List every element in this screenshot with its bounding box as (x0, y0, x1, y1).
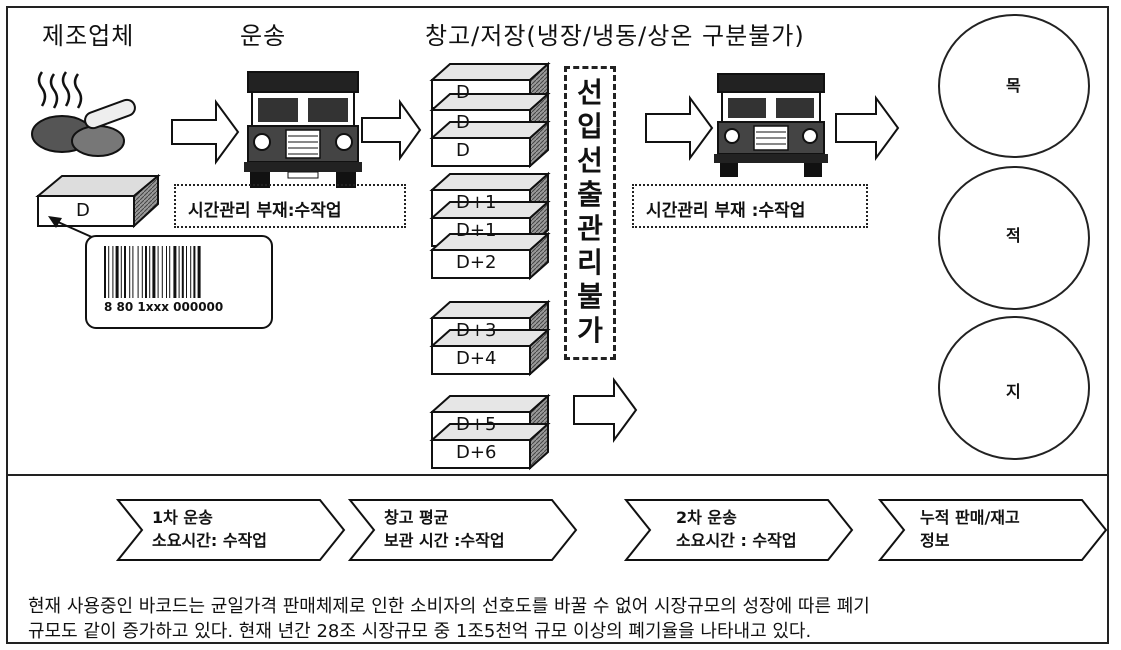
destination-label-2: 적 (1006, 226, 1021, 245)
fifo-char: 선 (577, 144, 603, 177)
fifo-box (564, 66, 616, 360)
barcode-bar (157, 246, 159, 298)
stack-box (429, 119, 551, 169)
product-label: D (76, 200, 90, 221)
barcode-bar (166, 246, 167, 298)
truck-icon-2 (714, 73, 828, 177)
time-mgmt-box-2 (632, 184, 868, 228)
fifo-char: 입 (577, 110, 603, 143)
destination-circle-3 (938, 316, 1090, 460)
stack-label: D+5 (456, 414, 497, 435)
chevron-row (115, 499, 1108, 561)
chevron-3-line2: 소요시간 : 수작업 (676, 531, 797, 550)
destination-label-1: 목 (1006, 76, 1021, 95)
time-mgmt-box-1 (174, 184, 406, 228)
chevron-2-line1: 창고 평균 (384, 508, 449, 527)
arrow-2 (361, 98, 422, 162)
description-frame (6, 474, 1109, 644)
stack-label: D (456, 140, 470, 161)
barcode-bar (193, 246, 196, 298)
stack-label: D+4 (456, 348, 497, 369)
stack-label: D+2 (456, 252, 497, 273)
barcode-bar (169, 246, 171, 298)
barcode-number: 8 80 1xxx 000000 (104, 300, 224, 314)
fifo-char: 불 (577, 280, 603, 313)
barcode-bar (104, 246, 106, 298)
barcode-card (85, 235, 273, 329)
product-box (35, 173, 161, 229)
stack-label: D+1 (456, 192, 497, 213)
chevron-3-line1: 2차 운송 (676, 508, 737, 527)
description-line-1: 현재 사용중인 바코드는 균일가격 판매체제로 인한 소비자의 선호도를 바꿀 … (28, 596, 870, 617)
fifo-char: 리 (577, 246, 603, 279)
barcode-bar (137, 246, 139, 298)
barcode-bar (186, 246, 187, 298)
time-mgmt-note-1: 시간관리 부재:수작업 (188, 201, 342, 221)
diagram-frame (6, 6, 1109, 476)
stack-label: D+3 (456, 320, 497, 341)
header-manufacturer: 제조업체 (42, 22, 135, 50)
barcode-bar (115, 246, 119, 298)
barcode-bar (197, 246, 201, 298)
barcode-bar (178, 246, 180, 298)
bread-icon (31, 71, 136, 157)
barcode-bar (152, 246, 156, 298)
chevron-2-line2: 보관 시간 :수작업 (384, 531, 505, 550)
stack-label: D+6 (456, 442, 497, 463)
barcode-bar (124, 246, 126, 298)
truck-icon-1 (244, 71, 362, 188)
arrow-5 (573, 376, 638, 444)
chevron-1-line2: 소요시간: 수작업 (152, 531, 268, 550)
stack-box (429, 421, 551, 471)
destination-circle-2 (938, 166, 1090, 310)
arrow-3 (645, 94, 714, 162)
chevron-4-line2: 정보 (920, 531, 950, 550)
barcode-bar (181, 246, 184, 298)
stack-box (429, 327, 551, 377)
chevron-1-line1: 1차 운송 (152, 508, 213, 527)
destination-label-3: 지 (1006, 382, 1021, 401)
barcode-bar (161, 246, 163, 298)
time-mgmt-note-2: 시간관리 부재 :수작업 (646, 201, 806, 221)
header-transport: 운송 (240, 22, 287, 50)
fifo-char: 가 (577, 314, 603, 347)
fifo-char: 관 (577, 212, 603, 245)
arrow-1 (171, 98, 240, 166)
barcode-bar (145, 246, 147, 298)
fifo-char: 선 (577, 76, 603, 109)
stack-label: D+1 (456, 220, 497, 241)
stack-label: D (456, 82, 470, 103)
barcode-bar (129, 246, 131, 298)
barcode-bar (149, 246, 151, 298)
stack-box (429, 231, 551, 281)
barcode-bar (132, 246, 134, 298)
description-line-2: 규모도 같이 증가하고 있다. 현재 년간 28조 시장규모 중 1조5천억 규… (28, 621, 812, 642)
barcode-bar (120, 246, 122, 298)
stack-label: D (456, 112, 470, 133)
barcode-bar (108, 246, 110, 298)
header-warehouse: 창고/저장(냉장/냉동/상온 구분불가) (425, 22, 805, 50)
fifo-char: 출 (577, 178, 603, 211)
chevron-4-line1: 누적 판매/재고 (920, 508, 1020, 527)
barcode-bar (141, 246, 143, 298)
destination-circle-1 (938, 14, 1090, 158)
barcode-bar (173, 246, 177, 298)
arrow-4 (835, 94, 900, 162)
barcode-bar (190, 246, 192, 298)
barcode-bar (112, 246, 114, 298)
